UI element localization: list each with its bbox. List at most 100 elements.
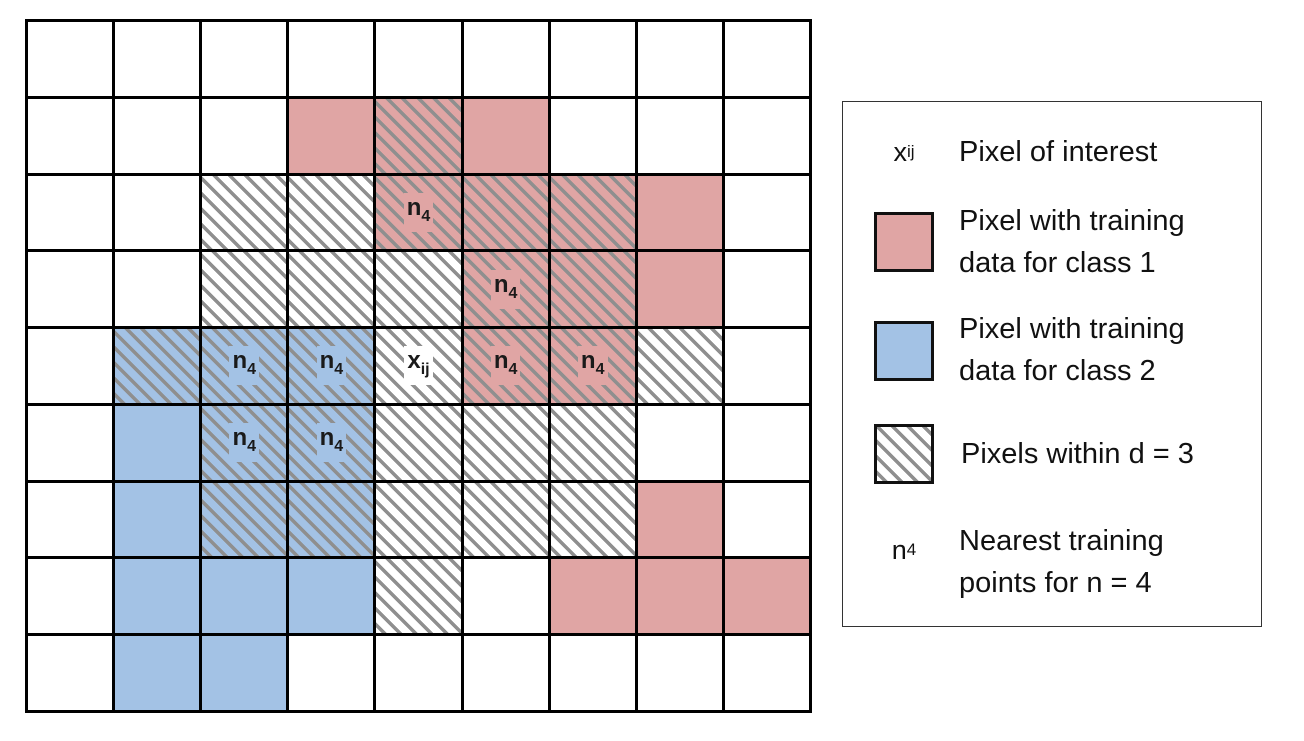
grid-cell (28, 559, 113, 634)
cell-label-sub: 4 (334, 361, 344, 379)
grid-cell (724, 405, 809, 480)
nearest-point-label: n4 (403, 192, 434, 232)
grid-cell (637, 482, 722, 557)
grid-cell (463, 405, 548, 480)
hatch-pattern (115, 329, 200, 403)
grid-cell (637, 252, 722, 327)
grid-cell (376, 252, 461, 327)
grid-cell (637, 636, 722, 710)
grid-cell (463, 482, 548, 557)
legend-swatch-hatched (874, 424, 934, 484)
hatch-pattern (550, 482, 635, 557)
grid-cell (376, 636, 461, 710)
grid-cell (637, 22, 722, 96)
hatch-pattern (376, 559, 461, 634)
legend-label-pixel-of-interest: Pixel of interest (959, 136, 1158, 168)
grid-cell (724, 252, 809, 327)
grid-cell (550, 405, 635, 480)
grid-cell (550, 175, 635, 250)
grid-cell (724, 559, 809, 634)
hatch-pattern (550, 405, 635, 480)
hatch-pattern (202, 252, 287, 327)
grid-cell: n4 (202, 329, 287, 403)
grid-cell (637, 329, 722, 403)
hatch-pattern (463, 482, 548, 557)
hatch-pattern (463, 405, 548, 480)
cell-label-sub: 4 (508, 361, 518, 379)
grid-cell (376, 482, 461, 557)
grid-cell (376, 98, 461, 173)
grid-cell (289, 175, 374, 250)
grid-cell (202, 482, 287, 557)
legend-swatch-class1 (874, 212, 934, 272)
grid-cell (637, 98, 722, 173)
cell-label-sub: 4 (247, 438, 257, 456)
grid-cell (202, 175, 287, 250)
cell-label-main: x (407, 347, 421, 375)
hatch-pattern (289, 252, 374, 327)
grid-cell (115, 98, 200, 173)
hatch-pattern (376, 252, 461, 327)
hatch-pattern (637, 329, 722, 403)
grid-cell (724, 636, 809, 710)
grid-cell (289, 636, 374, 710)
grid-cell (463, 22, 548, 96)
nearest-point-label: n4 (316, 423, 347, 463)
cell-label-sub: 4 (595, 361, 605, 379)
cell-label-sub: 4 (247, 361, 257, 379)
grid-cell: n4 (289, 329, 374, 403)
hatch-pattern (289, 175, 374, 250)
hatch-pattern (463, 175, 548, 250)
legend-label-class1: Pixel with training data for class 1 (959, 205, 1185, 279)
cell-label-main: n (319, 347, 335, 375)
grid-cell: n4 (463, 329, 548, 403)
grid-cell (376, 559, 461, 634)
grid-cell (115, 175, 200, 250)
grid-cell (28, 252, 113, 327)
hatch-pattern (202, 175, 287, 250)
nearest-point-label: n4 (316, 346, 347, 386)
hatch-pattern (376, 405, 461, 480)
nearest-point-label: n4 (577, 346, 608, 386)
cell-label-main: n (493, 270, 509, 298)
grid-cell (289, 559, 374, 634)
grid-cell (115, 405, 200, 480)
grid-cell (115, 482, 200, 557)
grid-cell (724, 98, 809, 173)
grid-cell (202, 98, 287, 173)
grid-cell: n4 (289, 405, 374, 480)
hatch-pattern (376, 482, 461, 557)
grid-cell (724, 175, 809, 250)
grid-cell (202, 636, 287, 710)
hatch-pattern (202, 482, 287, 557)
cell-label-sub: 4 (334, 438, 344, 456)
grid-cell (28, 175, 113, 250)
grid-cell (115, 22, 200, 96)
grid-cell (376, 22, 461, 96)
grid-cell (463, 98, 548, 173)
cell-label-sub: 4 (421, 207, 431, 225)
nearest-point-label: n4 (490, 346, 521, 386)
grid-cell (550, 22, 635, 96)
legend-label-nearest: Nearest training points for n = 4 (959, 525, 1164, 599)
grid-cell (28, 405, 113, 480)
grid-cell (637, 559, 722, 634)
grid-cell (550, 636, 635, 710)
grid-cell (28, 98, 113, 173)
cell-label-sub: ij (420, 361, 430, 379)
cell-label-main: n (406, 193, 422, 221)
grid-cell (289, 482, 374, 557)
grid-cell (463, 636, 548, 710)
grid-cell (724, 329, 809, 403)
grid-cell (637, 405, 722, 480)
pixel-of-interest-label: xij (404, 346, 433, 386)
grid-cell (550, 482, 635, 557)
grid-cell (550, 252, 635, 327)
grid-cell (28, 329, 113, 403)
cell-label-main: n (232, 347, 248, 375)
cell-label-main: n (232, 424, 248, 452)
nearest-point-label: n4 (229, 346, 260, 386)
